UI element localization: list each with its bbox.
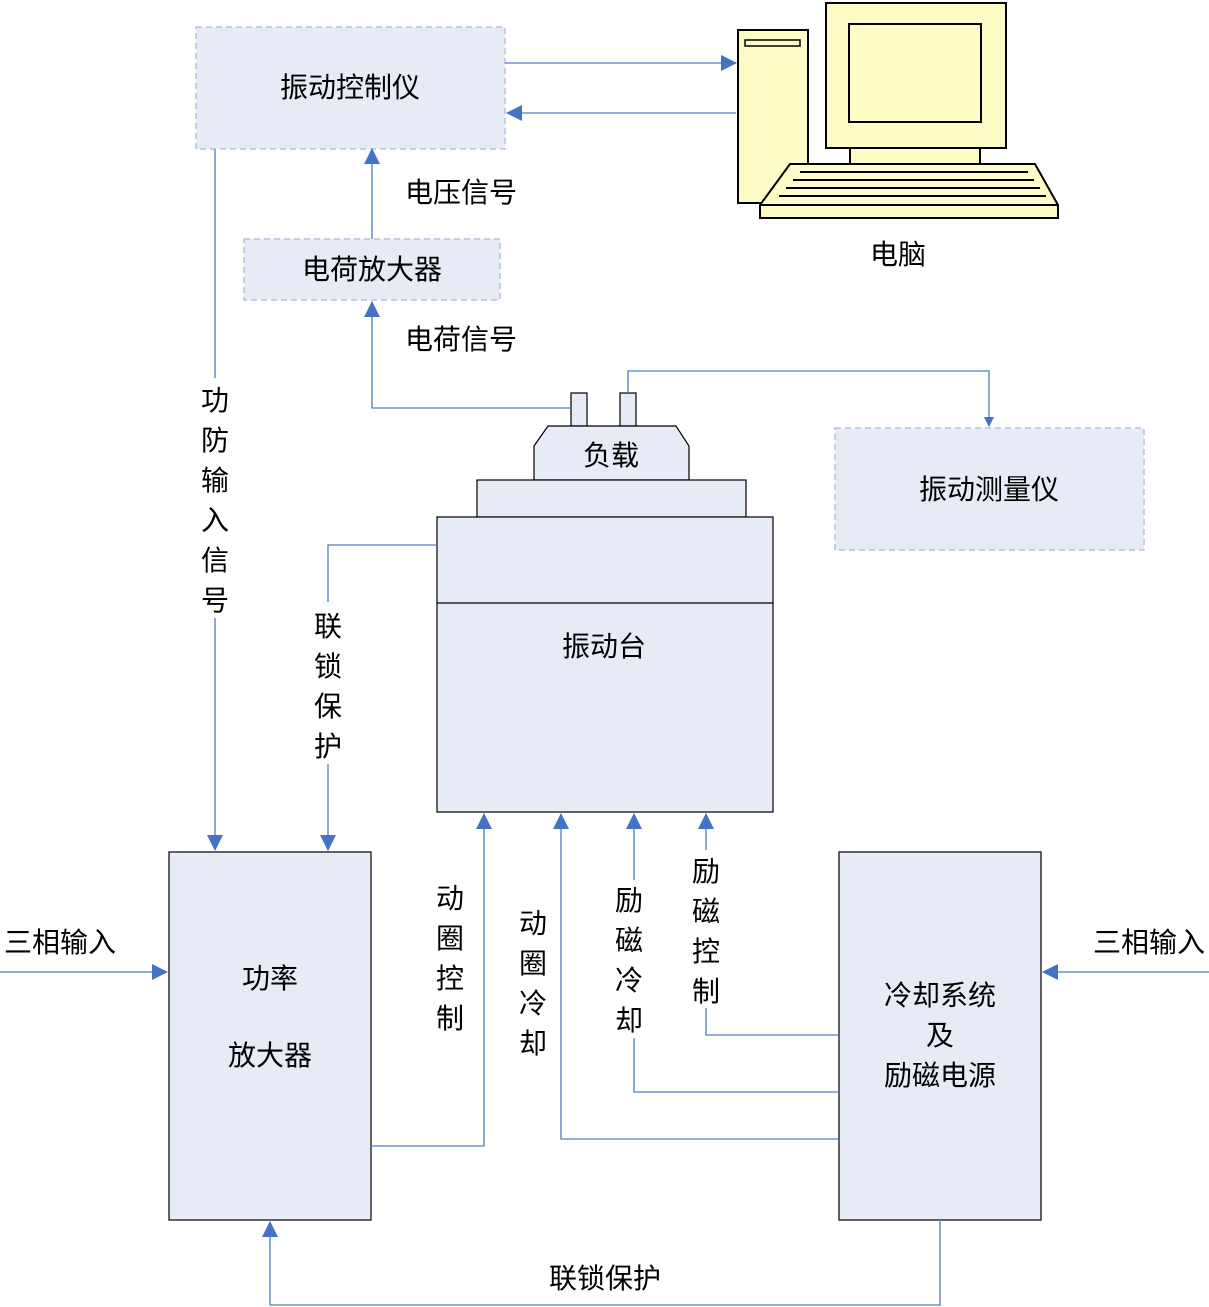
- vibration-meter-label: 振动测量仪: [919, 473, 1059, 506]
- coil-cooling-label: 动 圈 冷 却: [519, 907, 547, 1060]
- computer-icon: [737, 2, 1059, 219]
- svg-text:磁: 磁: [615, 924, 643, 957]
- coil-control-label: 动 圈 控 制: [436, 882, 464, 1035]
- svg-text:圈: 圈: [436, 922, 464, 955]
- svg-text:控: 控: [436, 962, 464, 995]
- excitation-control-line: [698, 813, 839, 1036]
- shaker-table-top: [476, 479, 747, 518]
- sensor-right: [619, 392, 637, 427]
- charge-signal-label: 电荷信号: [405, 323, 517, 356]
- svg-text:防: 防: [201, 424, 229, 457]
- excitation-cooling-line: [626, 813, 839, 1093]
- load-label: 负载: [583, 439, 639, 472]
- voltage-signal-label: 电压信号: [405, 176, 517, 209]
- svg-text:入: 入: [201, 504, 229, 537]
- svg-text:功: 功: [201, 384, 229, 417]
- svg-text:号: 号: [201, 584, 229, 617]
- svg-text:控: 控: [692, 935, 720, 968]
- svg-text:冷: 冷: [519, 987, 547, 1020]
- excitation-cooling-label: 励 磁 冷 却: [615, 880, 651, 1038]
- svg-text:励: 励: [615, 884, 643, 917]
- cooling-system-label-line2: 及: [926, 1019, 954, 1052]
- power-amplifier-box: [168, 851, 372, 1221]
- power-amp-input-label: 功 防 输 入 信 号: [198, 378, 232, 618]
- interlock-bottom-line: [262, 1220, 941, 1306]
- interlock-vertical-label: 联 锁 保 护: [311, 602, 345, 764]
- excitation-control-label: 励 磁 控 制: [688, 850, 724, 1008]
- svg-text:圈: 圈: [519, 947, 547, 980]
- sensor-to-meter-line: [627, 370, 994, 427]
- cooling-system-label-line1: 冷却系统: [884, 979, 996, 1012]
- shaker-body: [436, 516, 774, 813]
- vibration-meter-box: [834, 427, 1145, 551]
- computer-label: 电脑: [870, 238, 926, 271]
- interlock-bottom-label: 联锁保护: [549, 1262, 661, 1295]
- svg-text:联: 联: [314, 610, 342, 643]
- shaker-label: 振动台: [562, 630, 646, 663]
- three-phase-left-label: 三相输入: [4, 926, 116, 959]
- svg-text:却: 却: [519, 1027, 547, 1060]
- svg-text:动: 动: [436, 882, 464, 915]
- svg-text:磁: 磁: [692, 895, 720, 928]
- coil-control-line: [371, 813, 492, 1147]
- cooling-system-label-line3: 励磁电源: [884, 1059, 996, 1092]
- sensor-left: [570, 392, 588, 427]
- svg-text:信: 信: [201, 544, 229, 577]
- svg-text:励: 励: [692, 855, 720, 888]
- charge-amplifier-box: [243, 238, 501, 301]
- power-amplifier-label-line2: 放大器: [228, 1039, 312, 1072]
- svg-text:护: 护: [314, 730, 342, 763]
- svg-text:冷: 冷: [615, 964, 643, 997]
- charge-signal-line: [364, 301, 571, 409]
- coil-cooling-line: [553, 813, 839, 1140]
- vibration-controller-box: [195, 26, 506, 150]
- svg-text:保: 保: [314, 690, 342, 723]
- shaker-assembly: 负载 振动台: [436, 392, 774, 813]
- svg-text:却: 却: [615, 1004, 643, 1037]
- power-amplifier-label-line1: 功率: [242, 962, 298, 995]
- three-phase-right-label: 三相输入: [1093, 926, 1205, 959]
- svg-text:动: 动: [519, 907, 547, 940]
- svg-text:制: 制: [692, 975, 720, 1008]
- cooling-system-box: [838, 851, 1042, 1221]
- charge-amplifier-label: 电荷放大器: [302, 253, 442, 286]
- svg-text:制: 制: [436, 1002, 464, 1035]
- vibration-controller-label: 振动控制仪: [280, 71, 420, 104]
- svg-text:锁: 锁: [314, 650, 342, 683]
- svg-text:输: 输: [201, 464, 229, 497]
